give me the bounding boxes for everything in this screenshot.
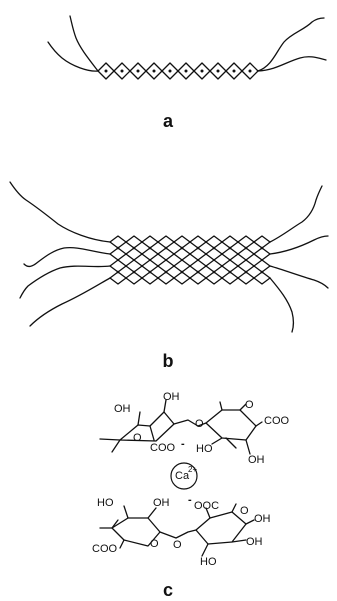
bottom-o-left: O [150, 538, 159, 550]
panel-b-chain-left-2 [23, 246, 111, 268]
top-right-ring [205, 409, 257, 441]
calcium-ion-symbol: Ca [175, 470, 190, 482]
bottom-right-ring [195, 511, 247, 545]
top-left-ring [119, 411, 175, 442]
top-o-right: O [245, 399, 254, 411]
panel-b-chain-left-1 [9, 181, 111, 243]
bottom-glycosidic-link [159, 529, 197, 539]
panel-b-chain-right-4 [269, 277, 295, 333]
panel-b-calcium-dots [116, 246, 264, 274]
panel-b-chain-right-1 [269, 185, 323, 243]
bottom-ho-2: HO [200, 556, 217, 568]
bottom-chain: HO OH - OOC O O O COO OH HO OH [92, 494, 271, 568]
panel-b-zigzag-row-4 [109, 271, 271, 285]
top-oh-1: OH [163, 391, 180, 403]
panel-a-label: a [163, 111, 174, 131]
top-minus: - [181, 438, 185, 450]
top-chain: OH OH O O O COO - HO OH COO [99, 391, 290, 466]
bottom-oh-3: OH [254, 513, 271, 525]
panel-c-label: c [163, 580, 173, 600]
panel-b-chain-right-3 [269, 265, 329, 289]
bottom-ooc: OOC [194, 500, 219, 512]
bottom-o-right: O [240, 505, 249, 517]
panel-b-zigzag-row-3 [109, 259, 271, 273]
panel-c-structure: OH OH O O O COO - HO OH COO Ca 2+ [92, 391, 290, 600]
top-oh-3: OH [248, 454, 265, 466]
panel-a-zigzag-bottom [97, 70, 259, 80]
top-coo-minus: COO [150, 442, 176, 454]
bottom-oh-2: OH [246, 536, 263, 548]
panel-b-chain-left-3 [19, 265, 111, 299]
panel-a-diagram: a [47, 15, 327, 131]
calcium-ion: Ca 2+ [170, 462, 198, 490]
bottom-oh-1: OH [153, 497, 170, 509]
bottom-minus: - [188, 494, 192, 506]
top-oh-2: OH [114, 403, 131, 415]
top-glycosidic-link [173, 419, 207, 427]
bottom-coo: COO [92, 543, 118, 555]
panel-b-chain-left-4 [29, 277, 111, 327]
calcium-ion-circle [170, 462, 198, 490]
top-coo: COO [264, 415, 290, 427]
panel-a-chain-right-2 [257, 56, 327, 72]
panel-b-diagram: b [9, 181, 329, 371]
panel-a-chain-right-1 [257, 17, 325, 72]
bottom-o-bridge: O [173, 539, 182, 551]
panel-a-calcium-dots [104, 69, 252, 73]
top-o-left: O [133, 432, 142, 444]
bottom-ho-1: HO [97, 497, 114, 509]
panel-b-chain-right-2 [269, 235, 329, 255]
panel-b-zigzag-row-1 [109, 235, 271, 249]
top-o-bridge: O [195, 418, 204, 430]
panel-a-chain-left-2 [47, 41, 99, 72]
panel-b-label: b [163, 351, 174, 371]
top-ho: HO [196, 443, 213, 455]
panel-b-zigzag-row-2 [109, 247, 271, 261]
calcium-ion-charge: 2+ [188, 465, 197, 474]
panel-a-chain-left-1 [69, 15, 99, 72]
